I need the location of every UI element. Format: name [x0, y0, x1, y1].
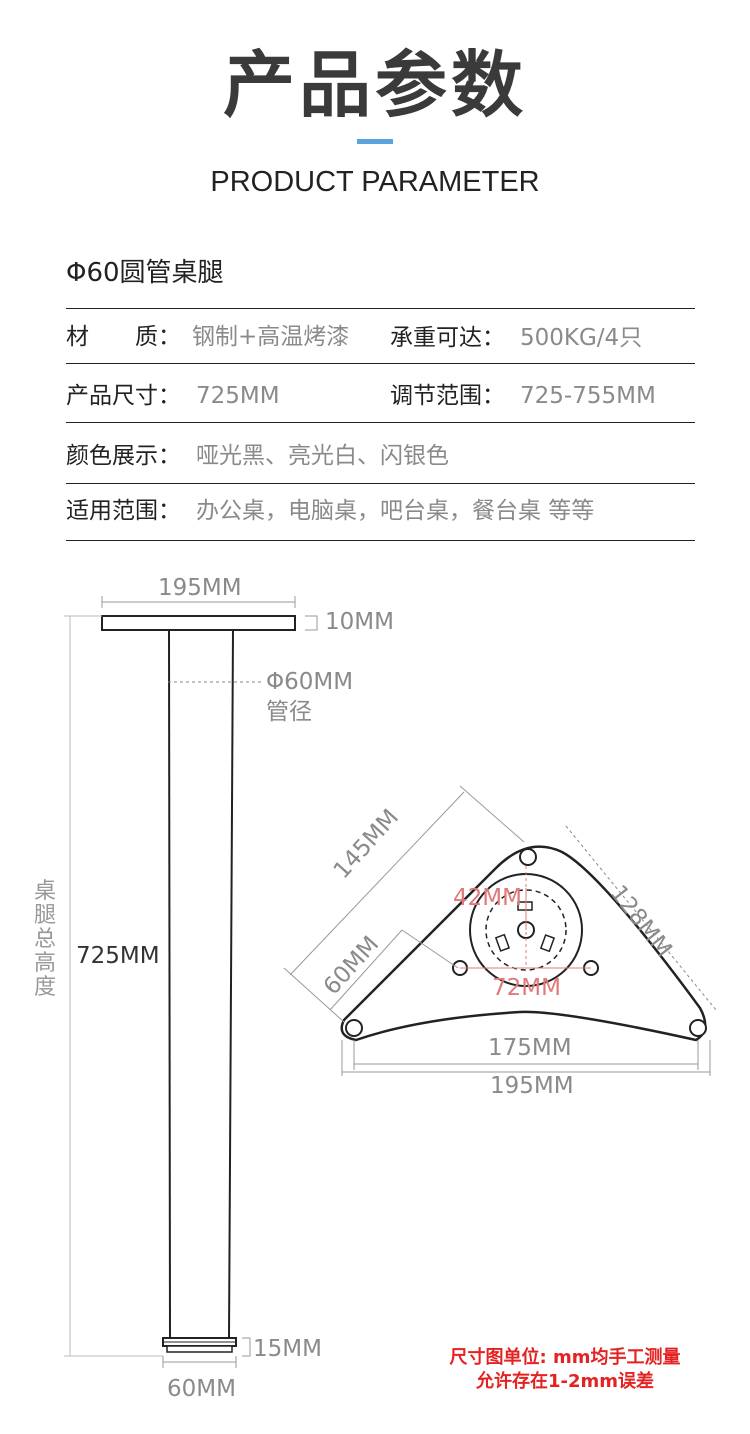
dim-plate-overall-width: 195MM	[490, 1073, 574, 1099]
spec-load-label: 承重可达：	[390, 325, 505, 351]
spec-adjust-value: 725-755MM	[520, 383, 656, 409]
leg-top-plate	[101, 615, 296, 631]
spec-material-label: 材 质：	[66, 324, 181, 350]
product-title: Φ60圆管桌腿	[66, 258, 224, 288]
spec-color-label: 颜色展示：	[66, 443, 181, 469]
measurement-note-line2: 允许存在1-2mm误差	[475, 1371, 655, 1392]
plate-hole-top	[519, 848, 537, 866]
title-accent-bar	[357, 139, 393, 144]
leg-tube-right	[228, 629, 234, 1339]
measurement-note-line1: 尺寸图单位: mm均手工测量	[449, 1347, 681, 1368]
dim-leg-height: 725MM	[76, 943, 160, 969]
dim-tube-diameter-label: 管径	[266, 699, 312, 725]
page-title: 产品参数	[222, 43, 527, 127]
mounting-plate-outline	[340, 845, 707, 1042]
spec-usage-label: 适用范围：	[66, 498, 181, 524]
spec-adjust-label: 调节范围：	[390, 383, 505, 409]
dim-total-height-label: 桌腿总高度	[33, 879, 56, 1000]
plate-hole-left	[345, 1019, 363, 1037]
page-subtitle: PRODUCT PARAMETER	[210, 166, 540, 198]
dim-plate-hole-distance: 175MM	[488, 1035, 572, 1061]
spec-size-label: 产品尺寸：	[66, 383, 181, 409]
dim-top-width: 195MM	[158, 575, 242, 601]
spec-divider	[66, 540, 695, 541]
spec-load-value: 500KG/4只	[520, 325, 643, 351]
spec-divider	[66, 308, 695, 309]
spec-divider	[66, 483, 695, 484]
spec-divider	[66, 363, 695, 364]
dim-plate-thickness: 10MM	[325, 609, 394, 635]
dim-foot-width: 60MM	[167, 1376, 236, 1402]
spec-color-value: 哑光黑、亮光白、闪银色	[196, 443, 449, 469]
dim-plate-inner-circle: 42MM	[453, 885, 522, 911]
leg-tube-left	[168, 629, 171, 1339]
dim-tube-diameter: Φ60MM	[266, 669, 354, 695]
spec-size-value: 725MM	[196, 383, 280, 409]
spec-material-value: 钢制+高温烤漆	[192, 324, 350, 350]
dim-foot-height: 15MM	[253, 1336, 322, 1362]
spec-usage-value: 办公桌，电脑桌，吧台桌，餐台桌 等等	[196, 498, 595, 524]
spec-divider	[66, 422, 695, 423]
dim-plate-hole-span: 72MM	[492, 975, 561, 1001]
plate-hole-right	[689, 1019, 707, 1037]
